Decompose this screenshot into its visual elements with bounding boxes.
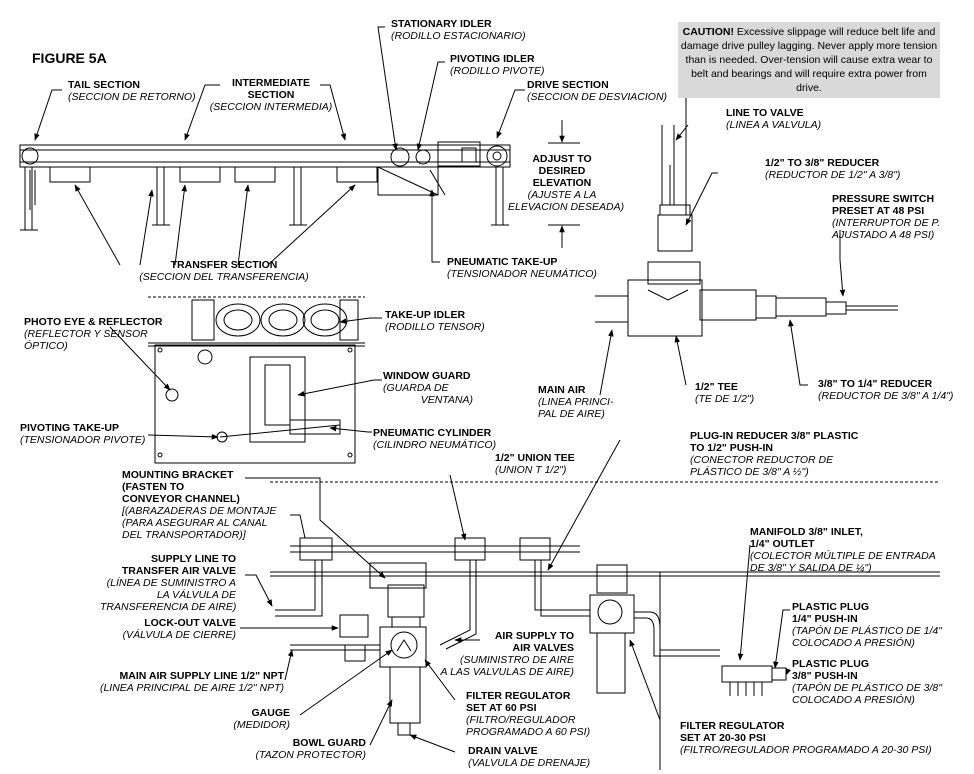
- label-adjust-elevation: ADJUST TO DESIRED ELEVATION (AJUSTE A LA…: [508, 153, 625, 213]
- label-tail-section: TAIL SECTION (SECCION DE RETORNO): [68, 79, 196, 103]
- takeup-detail: [148, 296, 365, 464]
- pressure-switch-piping: [595, 95, 898, 337]
- label-filter-reg-60: FILTER REGULATOR SET AT 60 PSI (FILTRO/R…: [466, 690, 591, 738]
- label-line-to-valve: LINE TO VALVE (LINEA A VALVULA): [726, 107, 822, 131]
- air-supply-assembly: [270, 481, 940, 770]
- label-transfer-section: TRANSFER SECTION (SECCION DEL TRANSFEREN…: [139, 259, 309, 283]
- air-supply-leaders: [240, 439, 791, 753]
- label-plastic-plug-1-4: PLASTIC PLUG 1/4" PUSH-IN (TAPÓN DE PLÁS…: [792, 601, 942, 649]
- label-main-air: MAIN AIR (LINEA PRINCI- PAL DE AIRE): [538, 384, 614, 420]
- label-bowl-guard: BOWL GUARD (TAZON PROTECTOR): [255, 737, 366, 761]
- label-takeup-idler: TAKE-UP IDLER (RODILLO TENSOR): [385, 309, 485, 333]
- label-pivoting-idler: PIVOTING IDLER (RODILLO PIVOTE): [450, 53, 545, 77]
- label-filter-reg-20-30: FILTER REGULATOR SET AT 20-30 PSI (FILTR…: [680, 720, 932, 756]
- label-plugin-reducer: PLUG-IN REDUCER 3/8" PLASTIC TO 1/2" PUS…: [690, 430, 859, 478]
- elevation-dimension: [548, 120, 580, 248]
- label-plastic-plug-3-8: PLASTIC PLUG 3/8" PUSH-IN (TAPÓN DE PLÁS…: [792, 658, 942, 706]
- label-pressure-switch: PRESSURE SWITCH PRESET AT 48 PSI (INTERR…: [832, 193, 941, 241]
- caution-heading: CAUTION!: [682, 26, 734, 38]
- label-drain-valve: DRAIN VALVE (VALVULA DE DRENAJE): [468, 745, 591, 769]
- label-pivoting-takeup: PIVOTING TAKE-UP (TENSIONADOR PIVOTE): [20, 422, 146, 446]
- label-stationary-idler: STATIONARY IDLER (RODILLO ESTACIONARIO): [391, 18, 526, 42]
- label-pneumatic-cylinder: PNEUMATIC CYLINDER (CILINDRO NEUMÁTICO): [373, 427, 497, 451]
- label-drive-section: DRIVE SECTION (SECCION DE DESVIACION): [527, 79, 668, 103]
- label-reducer-half-3-8: 1/2" TO 3/8" REDUCER (REDUCTOR DE 1/2" A…: [765, 157, 901, 181]
- label-union-tee: 1/2" UNION TEE (UNION T 1/2"): [495, 452, 575, 476]
- pressure-switch-leaders: [599, 124, 846, 396]
- conveyor-leaders: [34, 26, 525, 266]
- label-pneumatic-takeup: PNEUMATIC TAKE-UP (TENSIONADOR NEUMÁTICO…: [447, 256, 597, 280]
- label-lockout-valve: LOCK-OUT VALVE (VÁLVULA DE CIERRE): [122, 617, 236, 641]
- label-mounting-bracket: MOUNTING BRACKET (FASTEN TO CONVEYOR CHA…: [122, 469, 277, 541]
- conveyor-overview: [19, 141, 511, 231]
- label-half-tee: 1/2" TEE (TE DE 1/2"): [695, 381, 755, 405]
- label-photo-eye: PHOTO EYE & REFLECTOR (REFLECTOR Y SENSO…: [24, 316, 163, 352]
- label-window-guard: WINDOW GUARD (GUARDA DE VENTANA): [383, 370, 473, 406]
- figure-title: FIGURE 5A: [32, 50, 107, 66]
- takeup-leaders: [109, 317, 382, 440]
- label-intermediate-section: INTERMEDIATE SECTION (SECCION INTERMEDIA…: [209, 77, 333, 113]
- caution-text: Excessive slippage will reduce belt life…: [680, 26, 938, 94]
- label-gauge: GAUGE (MEDIDOR): [233, 707, 290, 731]
- label-reducer-3-8-1-4: 3/8" TO 1/4" REDUCER (REDUCTOR DE 3/8" A…: [818, 378, 954, 402]
- label-main-air-supply: MAIN AIR SUPPLY LINE 1/2" NPT (LINEA PRI…: [99, 670, 284, 694]
- label-supply-line: SUPPLY LINE TO TRANSFER AIR VALVE (LÍNEA…: [100, 553, 237, 613]
- label-air-supply-valves: AIR SUPPLY TO AIR VALVES (SUMINISTRO DE …: [440, 630, 574, 678]
- label-manifold: MANIFOLD 3/8" INLET, 1/4" OUTLET (COLECT…: [750, 526, 936, 574]
- caution-box: CAUTION! Excessive slippage will reduce …: [678, 22, 940, 98]
